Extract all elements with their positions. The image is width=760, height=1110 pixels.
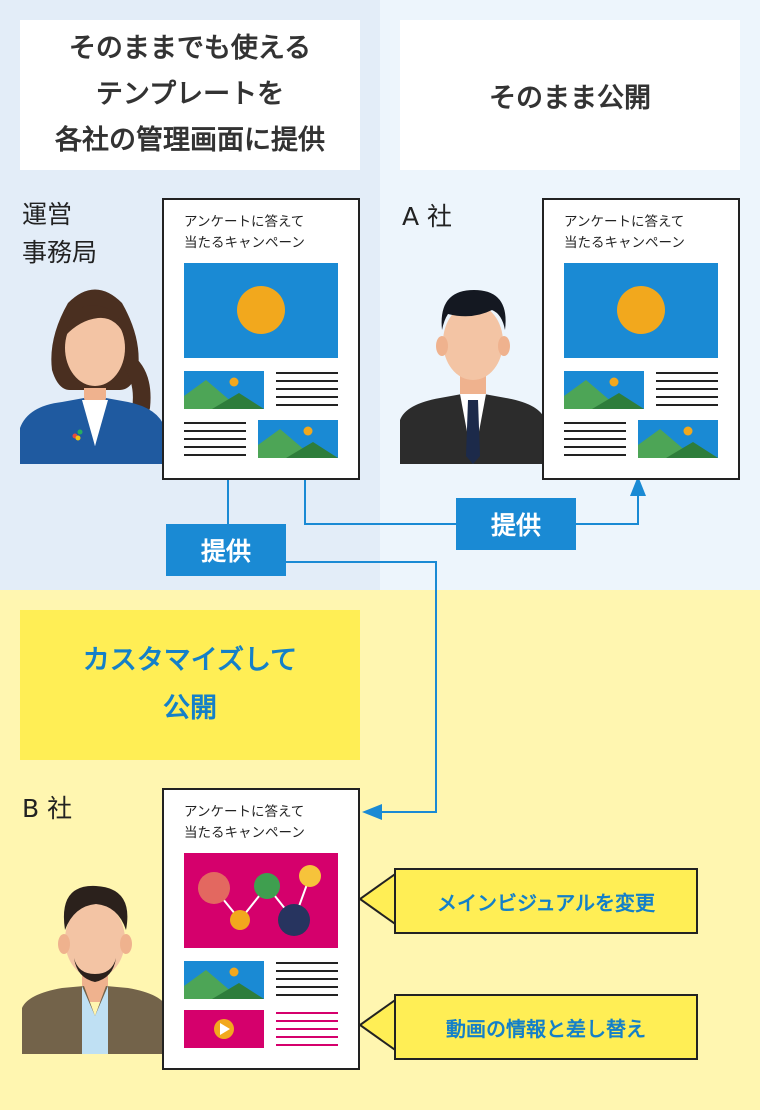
text-lines	[276, 372, 338, 406]
document-title-line: 当たるキャンペーン	[184, 235, 305, 251]
text-lines	[276, 962, 338, 996]
video-text-lines	[276, 1012, 338, 1046]
image-placeholder	[258, 420, 338, 458]
publish-as-is-title: そのまま公開	[400, 20, 740, 170]
provide-label: 提供	[456, 498, 576, 550]
document-content	[184, 853, 338, 1048]
text-lines	[564, 422, 626, 456]
company-b-label: B 社	[22, 794, 73, 823]
document-title-line: 当たるキャンペーン	[564, 235, 685, 251]
image-placeholder	[638, 420, 718, 458]
text-lines	[184, 422, 246, 456]
customized-campaign-document: アンケートに答えて 当たるキャンペーン	[162, 788, 360, 1070]
admin-label-line: 運営	[22, 200, 73, 229]
main-visual	[184, 263, 338, 358]
document-content	[184, 263, 338, 458]
campaign-template-document: アンケートに答えて 当たるキャンペーン	[542, 198, 740, 480]
company-a-label: A 社	[402, 202, 453, 231]
customize-publish-title: カスタマイズして 公開	[20, 610, 360, 760]
document-title-line: アンケートに答えて	[184, 804, 305, 820]
document-title-line: アンケートに答えて	[184, 214, 305, 230]
video-placeholder	[184, 1010, 264, 1048]
campaign-template-document: アンケートに答えて 当たるキャンペーン	[162, 198, 360, 480]
image-placeholder	[564, 371, 644, 409]
document-title: アンケートに答えて 当たるキャンペーン	[184, 802, 305, 844]
image-placeholder	[184, 371, 264, 409]
document-content	[564, 263, 718, 458]
title-line: そのまま公開	[489, 82, 651, 114]
title-line: 各社の管理画面に提供	[55, 125, 325, 156]
document-title: アンケートに答えて 当たるキャンペーン	[564, 212, 685, 254]
document-title-line: 当たるキャンペーン	[184, 825, 305, 841]
main-visual	[564, 263, 718, 358]
admin-label-line: 事務局	[22, 238, 98, 267]
template-provision-title: そのままでも使える テンプレートを 各社の管理画面に提供	[20, 20, 360, 170]
text-lines	[656, 372, 718, 406]
main-visual-change-callout: メインビジュアルを変更	[394, 868, 698, 934]
title-line: テンプレートを	[95, 79, 285, 110]
company-a-person-icon	[400, 290, 545, 464]
document-title: アンケートに答えて 当たるキャンペーン	[184, 212, 305, 254]
custom-main-visual	[184, 853, 338, 948]
document-title-line: アンケートに答えて	[564, 214, 685, 230]
admin-label: 運営 事務局	[22, 196, 97, 272]
callout-pointer	[358, 996, 399, 1054]
company-b-person-icon	[22, 885, 167, 1054]
admin-person-icon	[20, 289, 165, 464]
image-placeholder	[184, 961, 264, 999]
video-replace-callout: 動画の情報と差し替え	[394, 994, 698, 1060]
title-line: 公開	[162, 693, 217, 724]
title-line: そのままでも使える	[68, 33, 312, 64]
provide-label: 提供	[166, 524, 286, 576]
title-line: カスタマイズして	[82, 645, 298, 676]
callout-pointer	[358, 870, 399, 928]
